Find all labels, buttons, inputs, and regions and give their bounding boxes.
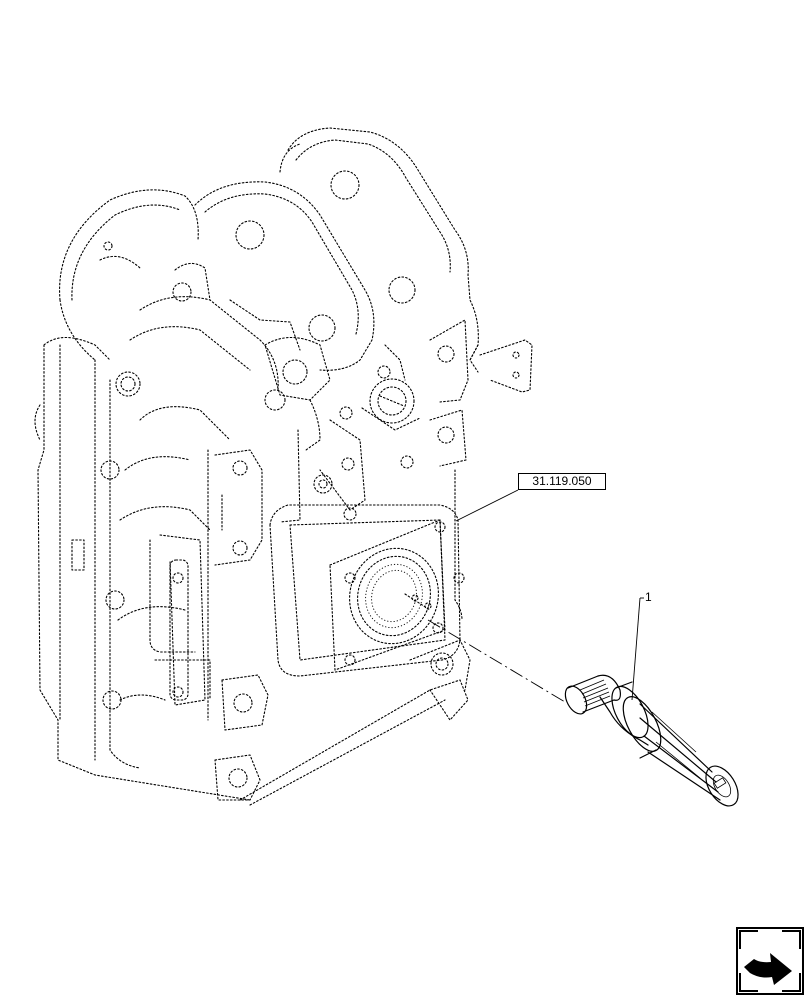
pto-shaft-part [564,674,739,807]
item-number-label: 1 [645,590,652,604]
reference-callout-box[interactable]: 31.119.050 [518,473,606,490]
reference-callout-text: 31.119.050 [532,474,592,488]
item-leader-line [631,597,641,701]
assembly-axis-line [427,619,566,703]
reference-leader-line [455,489,519,522]
curved-return-arrow-icon[interactable] [736,927,804,995]
transmission-housing-ghost [34,127,533,806]
